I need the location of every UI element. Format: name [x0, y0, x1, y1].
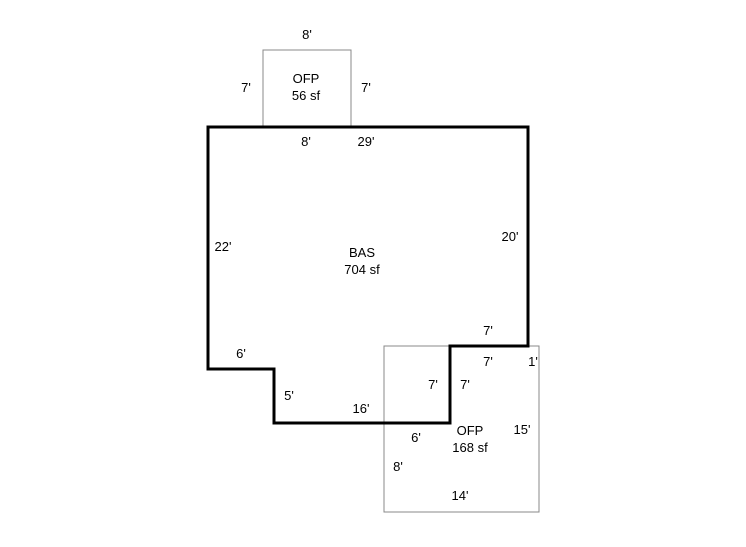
dim-label: 7' — [460, 377, 470, 392]
dim-label: 8' — [301, 134, 311, 149]
dim-label: 7' — [361, 80, 371, 95]
ofp-bottom-area: 168 sf — [452, 440, 488, 455]
dim-label: 16' — [353, 401, 370, 416]
ofp-top-code: OFP — [293, 71, 320, 86]
dim-label: 6' — [236, 346, 246, 361]
dim-label: 7' — [483, 323, 493, 338]
bas-outline — [206, 125, 530, 425]
dim-label: 7' — [428, 377, 438, 392]
dim-label: 22' — [215, 239, 232, 254]
dim-label: 7' — [483, 354, 493, 369]
dim-label: 8' — [302, 27, 312, 42]
dim-label: 8' — [393, 459, 403, 474]
dim-label: 7' — [241, 80, 251, 95]
dim-label: 20' — [502, 229, 519, 244]
dim-label: 29' — [358, 134, 375, 149]
bas-area: 704 sf — [344, 262, 380, 277]
dim-label: 1' — [528, 354, 538, 369]
dim-label: 15' — [514, 422, 531, 437]
dim-label: 14' — [452, 488, 469, 503]
bas-code: BAS — [349, 245, 375, 260]
ofp-bottom-code: OFP — [457, 423, 484, 438]
ofp-top-area: 56 sf — [292, 88, 321, 103]
dim-label: 5' — [284, 388, 294, 403]
dim-label: 6' — [411, 430, 421, 445]
